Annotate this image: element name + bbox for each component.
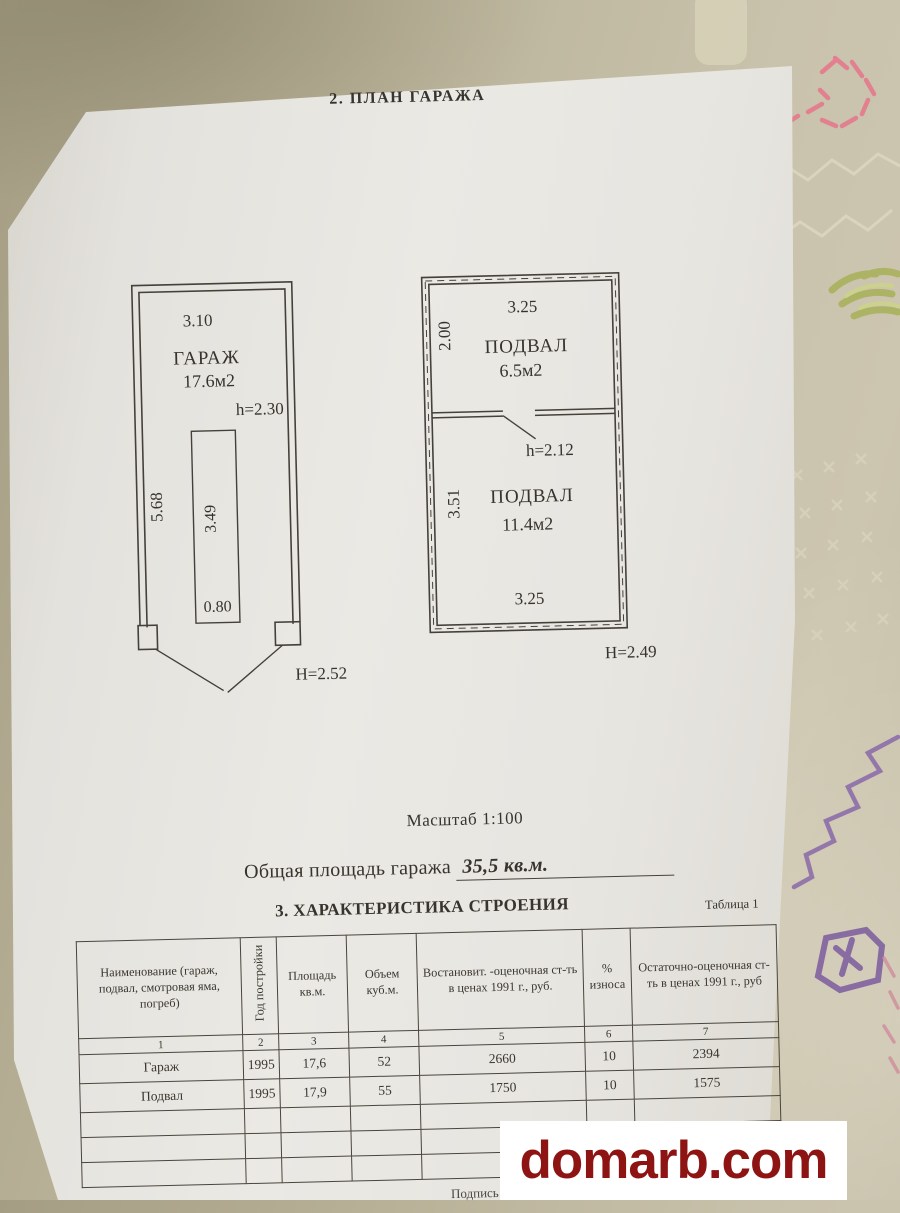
garage-area-label: 17.6м2 [183,370,235,391]
watermark-text: domarb.com [519,1131,828,1190]
col-num: 2 [242,1033,279,1051]
cell-name: Подвал [79,1079,245,1113]
cell-volume: 55 [349,1075,421,1107]
table-caption: Таблица 1 [704,896,759,912]
green-leaf-stitch [828,267,900,320]
header-replacement-cost: Востановит. -оценочная ст-ть в ценах 199… [416,929,585,1031]
header-name: Наименование (гараж, подвал, смотровая я… [76,937,243,1039]
cell-residual-cost: 2394 [632,1037,780,1071]
cell-area: 17,9 [279,1077,351,1108]
scale-label: Масштаб 1:100 [406,808,524,831]
total-area-label: Общая площадь гаража [243,856,452,884]
inspection-pit [190,429,241,624]
basement-lower-area: 11.4м2 [502,513,554,534]
basement-lower-label: ПОДВАЛ [490,485,574,508]
basement-plan-drawing: 3.25 2.00 ПОДВАЛ 6.5м2 h=2.12 3.51 ПОДВА… [420,271,657,662]
total-area-value: 35,5 кв.м. [456,850,675,881]
basement-walls [420,271,629,634]
watermark-box: domarb.com [500,1121,847,1200]
garage-room-label: ГАРАЖ [173,347,240,370]
basement-upper-depth-dim: 2.00 [435,321,455,351]
basement-divider-wall [431,407,616,419]
page-title: 2. ПЛАН ГАРАЖА [329,86,486,108]
garage-ceiling-height: h=2.30 [236,399,284,419]
total-area-line: Общая площадь гаража 35,5 кв.м. [244,850,704,886]
basement-upper-area: 6.5м2 [499,360,542,381]
basement-overall-height: Н=2.49 [605,642,657,662]
cream-cross-stitch-field [791,453,889,641]
garage-plan-drawing: 3.10 ГАРАЖ 17.6м2 h=2.30 5.68 3.49 0.80 … [130,280,347,693]
pale-thread-strip [695,0,747,65]
cell-volume: 52 [348,1046,420,1078]
basement-wall-hatch [424,275,625,630]
basement-lower-depth-dim: 3.51 [444,489,464,519]
header-year-vertical: Год постройки [251,944,268,1022]
col-num: 4 [348,1030,419,1049]
cell-residual-cost: 1575 [633,1066,781,1100]
cell-name: Гараж [79,1050,244,1084]
cell-year: 1995 [242,1049,280,1080]
purple-square-stitch [814,926,886,994]
gate-height-label: Н=2.52 [295,664,347,684]
col-num: 3 [278,1032,349,1050]
cell-replacement-cost: 2660 [418,1042,586,1076]
garage-walls [130,280,301,628]
cell-wear: 10 [585,1070,635,1101]
pit-length-dim: 3.49 [202,505,220,533]
header-area: Площадь кв.м. [276,935,349,1034]
garage-side-dim: 5.68 [147,492,167,522]
pink-edge-stitches [882,956,900,1074]
basement-upper-label: ПОДВАЛ [484,335,568,358]
basement-upper-width-dim: 3.25 [507,297,537,317]
cell-year: 1995 [243,1078,281,1109]
pit-width-dim: 0.80 [203,598,231,616]
header-wear: % износа [582,928,633,1027]
purple-zigzag-thread [791,734,900,890]
header-volume: Объем куб.м. [346,933,419,1033]
cell-area: 17,6 [278,1048,350,1079]
basement-door-swing [502,415,537,440]
garage-gate-open-leaves [155,644,284,693]
cell-wear: 10 [584,1041,634,1072]
header-year: Год постройки [240,936,279,1035]
col-num: 6 [584,1025,633,1043]
basement-ceiling-height: h=2.12 [526,440,574,460]
section3-title: 3. ХАРАКТЕРИСТИКА СТРОЕНИЯ [274,894,570,921]
cell-replacement-cost: 1750 [419,1071,587,1105]
garage-width-dim: 3.10 [183,311,213,331]
header-residual-cost: Остаточно-оценочная ст-ть в ценах 1991 г… [630,924,779,1026]
table-header-row: Наименование (гараж, подвал, смотровая я… [76,924,779,1039]
garage-gate-posts [137,620,302,651]
basement-lower-width-dim: 3.25 [514,589,544,609]
